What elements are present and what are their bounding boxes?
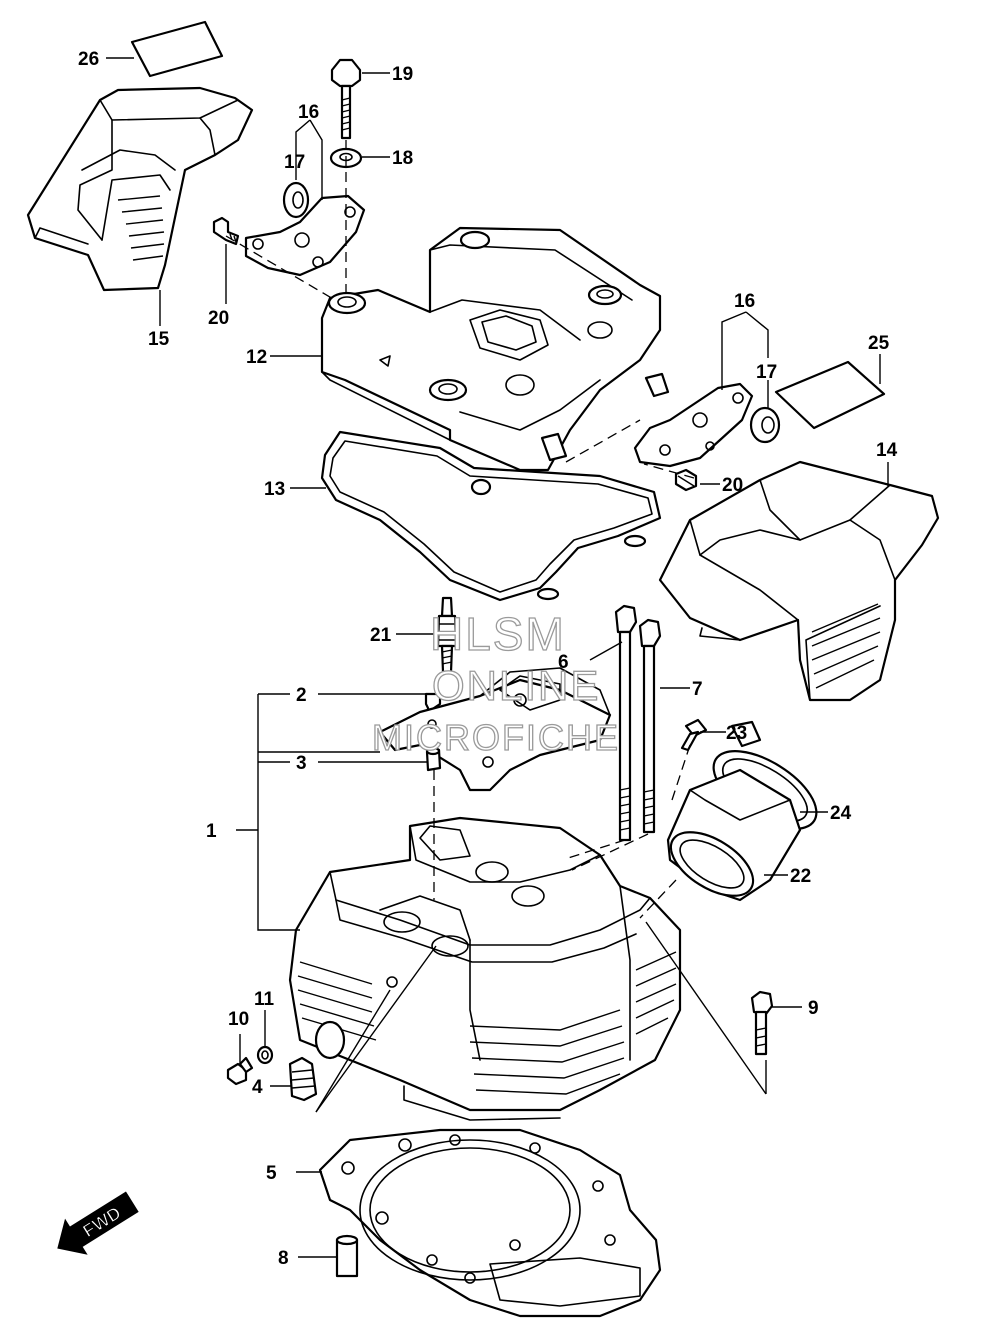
part-20-bolt-left — [212, 216, 240, 246]
callout-3: 3 — [296, 753, 307, 774]
part-23-screw — [680, 718, 708, 752]
part-8-dowel — [335, 1234, 359, 1278]
part-5-head-gasket — [318, 1128, 662, 1318]
callout-11: 11 — [254, 989, 275, 1010]
callout-17-right: 17 — [756, 362, 777, 383]
fwd-arrow-icon — [57, 1191, 139, 1255]
part-4-fitting — [288, 1056, 318, 1102]
callout-10: 10 — [228, 1009, 249, 1030]
callout-labels: 26 19 16 17 18 20 15 12 13 16 17 25 14 2… — [78, 49, 898, 1269]
part-7-long-bolt — [638, 618, 662, 834]
callout-8: 8 — [278, 1248, 289, 1269]
part-25-pad — [774, 360, 886, 430]
callout-2: 2 — [296, 685, 307, 706]
callout-13: 13 — [264, 479, 285, 500]
callout-16-right: 16 — [734, 291, 755, 312]
callout-19: 19 — [392, 64, 413, 85]
watermark: HLSM ONLINE MICROFICHE — [371, 607, 620, 758]
callout-5: 5 — [266, 1163, 277, 1184]
part-11-washer — [256, 1045, 274, 1065]
callout-17-left: 17 — [284, 152, 305, 173]
part-1-cylinder-head — [288, 816, 682, 1121]
callout-26: 26 — [78, 49, 99, 70]
callout-14: 14 — [876, 440, 898, 461]
callout-4: 4 — [252, 1077, 263, 1098]
callout-6: 6 — [558, 652, 569, 673]
callout-16-left: 16 — [298, 102, 319, 123]
watermark-line-1: HLSM — [430, 608, 566, 660]
part-20-bolt-right — [674, 468, 698, 492]
part-17-grommet-left — [282, 181, 310, 219]
callout-9: 9 — [808, 998, 819, 1019]
part-2-holder — [378, 667, 612, 792]
callout-25: 25 — [868, 333, 890, 354]
callout-24: 24 — [830, 803, 852, 824]
part-21-spark-plug — [436, 596, 458, 674]
part-16-bracket-right — [633, 382, 754, 468]
part-9-bolt — [750, 990, 774, 1056]
part-17-grommet-right — [749, 406, 781, 444]
callout-21: 21 — [370, 625, 392, 646]
part-12-head-cover — [320, 226, 670, 472]
part-15-side-cover — [26, 86, 254, 292]
callout-22: 22 — [790, 866, 811, 887]
part-13-gasket — [320, 430, 662, 602]
part-19-bolt — [330, 58, 362, 140]
callout-23: 23 — [726, 723, 747, 744]
assembly-lines — [225, 140, 695, 919]
callout-18: 18 — [392, 148, 413, 169]
callout-15: 15 — [148, 329, 170, 350]
callout-1: 1 — [206, 821, 217, 842]
callout-20-right: 20 — [722, 475, 743, 496]
watermark-line-3: MICROFICHE — [372, 717, 620, 758]
callout-7: 7 — [692, 679, 703, 700]
callout-12: 12 — [246, 347, 267, 368]
forward-direction-arrow: FWD — [57, 1191, 139, 1255]
part-16-bracket-left — [244, 194, 366, 277]
callout-20-left: 20 — [208, 308, 229, 329]
watermark-line-2: ONLINE — [432, 662, 600, 709]
part-22-intake-pipe — [666, 768, 802, 902]
part-14-side-cover — [658, 460, 940, 702]
part-3-dowel — [425, 746, 442, 772]
leader-lines — [106, 57, 889, 1258]
part-10-bolt — [226, 1056, 254, 1086]
part-26-pad — [130, 20, 224, 78]
part-6-long-bolt — [614, 604, 638, 842]
